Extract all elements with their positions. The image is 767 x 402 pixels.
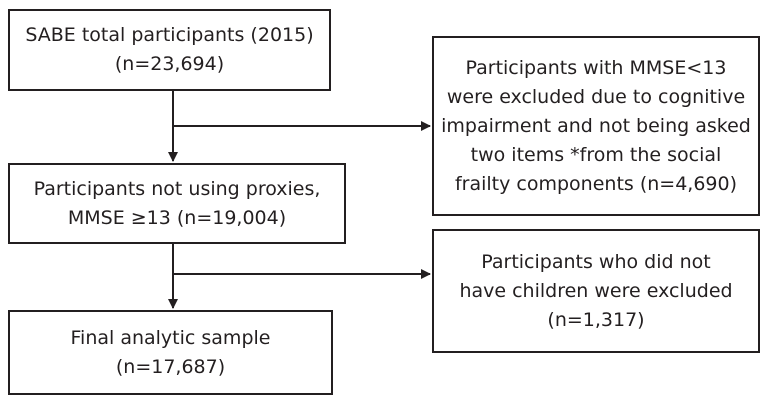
total-participants-box: SABE total participants (2015) (n=23,694… — [8, 9, 331, 91]
box-line: were excluded due to cognitive — [446, 85, 746, 108]
box-line: Participants with MMSE<13 — [465, 56, 727, 79]
no-children-exclusion-box: Participants who did not have children w… — [432, 229, 760, 353]
box-line: Final analytic sample — [70, 326, 271, 349]
no-proxy-participants-box: Participants not using proxies, MMSE ≥13… — [8, 163, 346, 244]
box-line: have children were excluded — [459, 279, 733, 302]
box-line: impairment and not being asked — [441, 114, 751, 137]
box-line: two items *from the social — [470, 143, 722, 166]
box-line: SABE total participants (2015) — [25, 24, 314, 46]
box-line: Participants who did not — [481, 250, 711, 273]
box-line: (n=23,694) — [114, 53, 225, 75]
box-line: MMSE ≥13 (n=19,004) — [67, 206, 287, 229]
box-line: Participants not using proxies, — [33, 177, 321, 200]
box-line: frailty components (n=4,690) — [454, 172, 738, 195]
mmse-exclusion-box: Participants with MMSE<13 were excluded … — [432, 36, 760, 216]
box-line: (n=1,317) — [547, 308, 645, 331]
box-line: (n=17,687) — [115, 355, 226, 378]
final-sample-box: Final analytic sample (n=17,687) — [8, 310, 333, 395]
